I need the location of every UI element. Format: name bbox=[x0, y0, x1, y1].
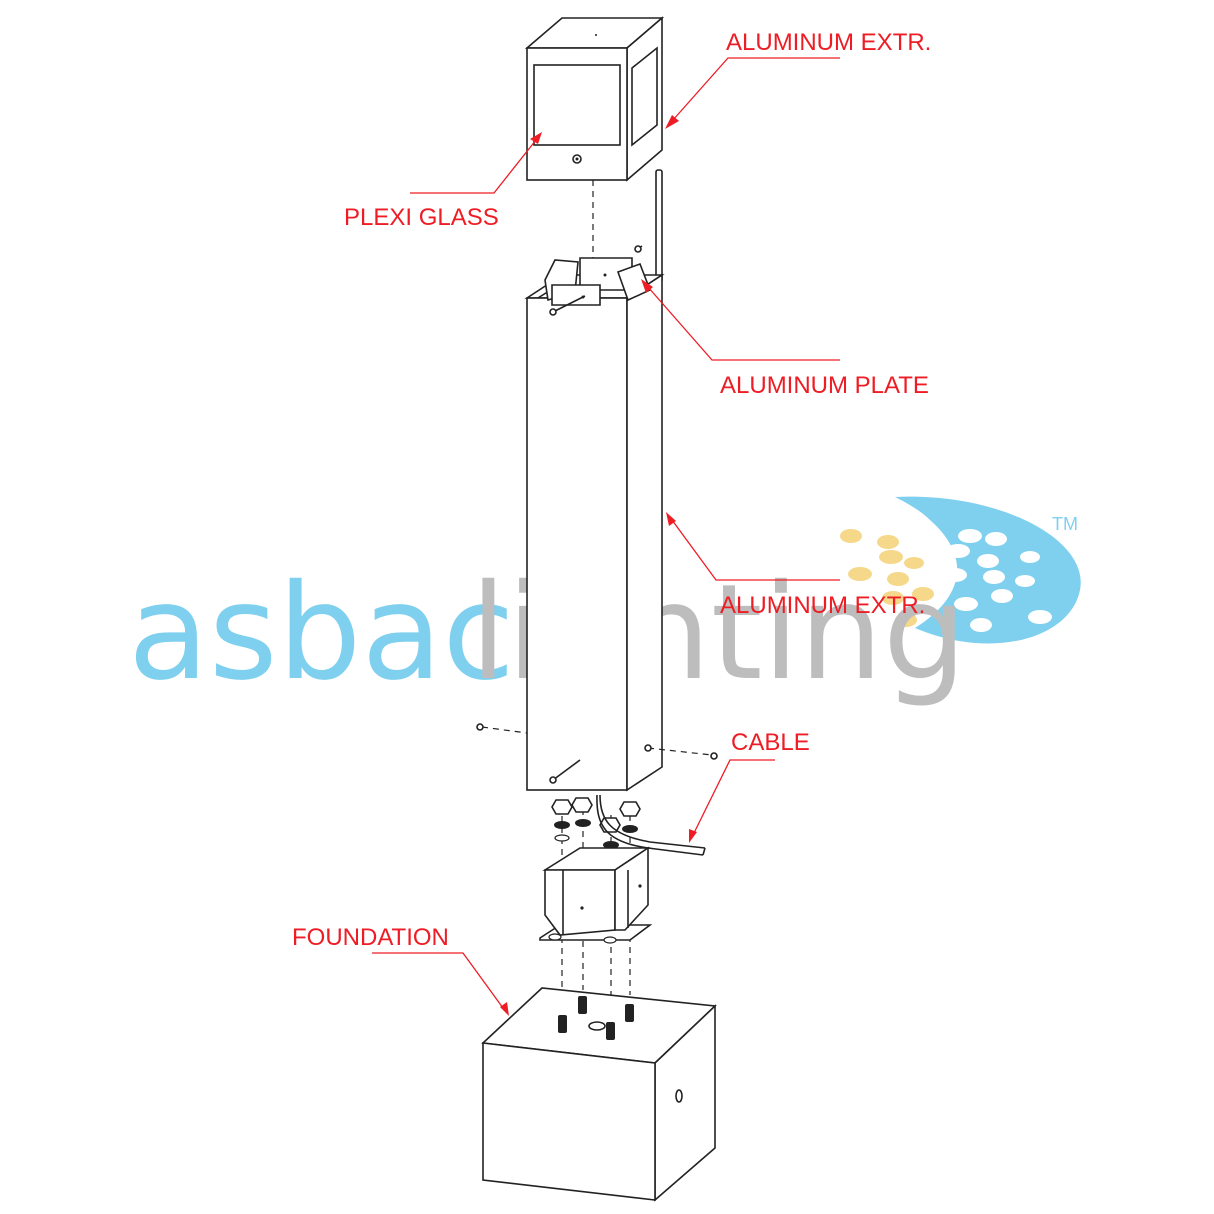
brand-logo-mark: TM bbox=[840, 496, 1081, 644]
lamp-head bbox=[524, 16, 665, 182]
plexi-glass-panel bbox=[533, 64, 621, 146]
label-post-aluminum-extr: ALUMINUM EXTR. bbox=[720, 592, 925, 619]
cable bbox=[599, 794, 706, 849]
trademark-symbol: TM bbox=[1052, 514, 1078, 534]
callout-leaders bbox=[372, 57, 840, 1016]
foundation-block bbox=[481, 987, 717, 1202]
label-plexi-glass: PLEXI GLASS bbox=[344, 204, 499, 231]
callout-labels: ALUMINUM EXTR. PLEXI GLASS ALUMINUM PLAT… bbox=[292, 29, 931, 951]
label-foundation: FOUNDATION bbox=[292, 924, 449, 951]
aluminum-post bbox=[476, 245, 718, 792]
brand-word-asbac: asbac bbox=[128, 556, 515, 710]
label-cable: CABLE bbox=[731, 729, 810, 756]
base-bracket bbox=[539, 846, 653, 944]
antenna-rod bbox=[655, 169, 663, 283]
label-top-aluminum-extr: ALUMINUM EXTR. bbox=[726, 29, 931, 56]
label-aluminum-plate: ALUMINUM PLATE bbox=[720, 372, 929, 399]
